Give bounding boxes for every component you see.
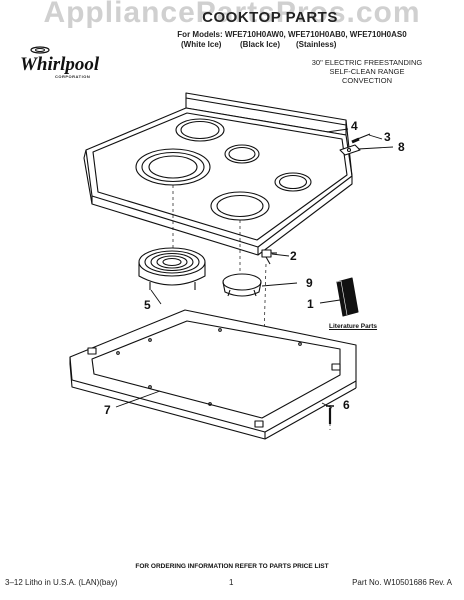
screw-part-3	[351, 133, 371, 144]
logo-wordmark: Whirlpool	[20, 54, 100, 75]
callout-3: 3	[384, 130, 391, 144]
page-number: 1	[229, 578, 234, 587]
description-line: CONVECTION	[341, 76, 392, 85]
callout-7: 7	[104, 403, 111, 417]
ordering-info: FOR ORDERING INFORMATION REFER TO PARTS …	[135, 563, 329, 570]
callout-9: 9	[306, 276, 313, 290]
logo-corporation: CORPORATION	[55, 74, 91, 79]
main-top-frame-part-7	[69, 309, 357, 440]
page-title: COOKTOP PARTS	[202, 9, 338, 26]
radiant-element-part-5	[138, 247, 206, 290]
surface-element-rear-left	[175, 118, 225, 142]
part-number: Part No. W10501686 Rev. A	[352, 578, 452, 587]
support-part-9	[222, 273, 262, 297]
callout-4: 4	[351, 119, 358, 133]
leader-lines	[115, 128, 394, 409]
finish-stainless: (Stainless)	[296, 40, 337, 49]
literature-booklet-part-1	[336, 277, 359, 317]
callout-5: 5	[144, 298, 151, 312]
finish-black-ice: (Black Ice)	[240, 40, 281, 49]
surface-element-center	[224, 144, 260, 164]
logo-swirl-icon	[30, 46, 50, 54]
description-line: 30" ELECTRIC FREESTANDING	[311, 58, 423, 67]
switch-part-2	[261, 249, 277, 265]
litho-info: 3–12 Litho in U.S.A. (LAN)(bay)	[5, 578, 118, 587]
callout-8: 8	[398, 140, 405, 154]
literature-parts-label: Literature Parts	[329, 323, 378, 330]
description-line: SELF-CLEAN RANGE	[329, 67, 405, 76]
callout-2: 2	[290, 249, 297, 263]
callout-1: 1	[307, 297, 314, 311]
whirlpool-logo: Whirlpool CORPORATION	[18, 46, 118, 79]
models-line: For Models: WFE710H0AW0, WFE710H0AB0, WF…	[177, 30, 407, 39]
clip-part-8	[339, 144, 361, 156]
cooktop-glass-top	[83, 92, 353, 256]
finish-white-ice: (White Ice)	[181, 40, 222, 49]
product-description: 30" ELECTRIC FREESTANDING SELF-CLEAN RAN…	[287, 58, 447, 85]
screw-part-6	[326, 405, 334, 424]
surface-element-right-rear	[274, 172, 312, 192]
callout-6: 6	[343, 398, 350, 412]
